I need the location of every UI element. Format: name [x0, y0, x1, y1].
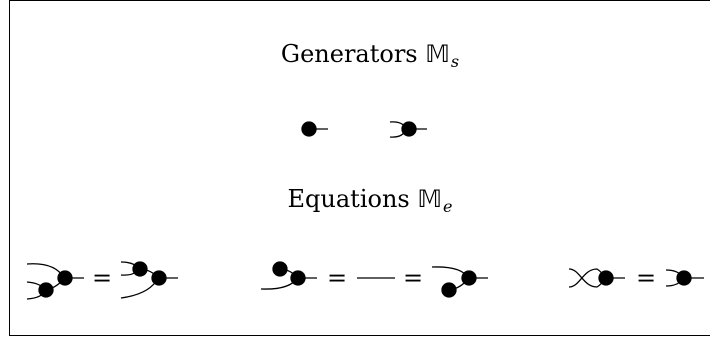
- generators-symbol: 𝕄: [425, 40, 450, 68]
- equations-title: Equations: [287, 185, 410, 213]
- lunit-unit-node: [272, 261, 288, 277]
- generators-heading: Generators 𝕄s: [0, 40, 710, 71]
- left-unit-lhs: [260, 261, 317, 290]
- commutativity-rhs: [665, 269, 704, 287]
- equations-subscript: e: [442, 197, 453, 216]
- lunit-mult-node: [290, 270, 306, 286]
- equals-sign-4: =: [636, 264, 656, 292]
- mult-node: [401, 121, 417, 137]
- associativity-lhs: [26, 263, 84, 300]
- unit-node: [301, 121, 317, 137]
- multiplication-generator: [389, 121, 427, 138]
- generators-subscript: s: [450, 52, 460, 71]
- comm-lhs-node: [598, 270, 614, 286]
- assoc-lhs-inner-node: [38, 282, 54, 298]
- generators-title: Generators: [280, 40, 418, 68]
- equations-symbol: 𝕄: [417, 185, 442, 213]
- assoc-rhs-outer-node: [151, 270, 167, 286]
- commutativity-lhs: [568, 268, 625, 288]
- equals-sign-2: =: [327, 264, 347, 292]
- equals-sign-1: =: [92, 264, 112, 292]
- unit-generator: [301, 121, 328, 137]
- comm-rhs-node: [676, 270, 692, 286]
- runit-unit-node: [441, 282, 457, 298]
- assoc-lhs-outer-node: [57, 270, 73, 286]
- associativity-rhs: [120, 261, 178, 299]
- runit-mult-node: [461, 270, 477, 286]
- figure-frame: [9, 0, 710, 336]
- right-unit-rhs: [431, 266, 488, 298]
- equals-sign-3: =: [403, 264, 423, 292]
- equations-heading: Equations 𝕄e: [0, 185, 710, 216]
- assoc-rhs-inner-node: [132, 261, 148, 277]
